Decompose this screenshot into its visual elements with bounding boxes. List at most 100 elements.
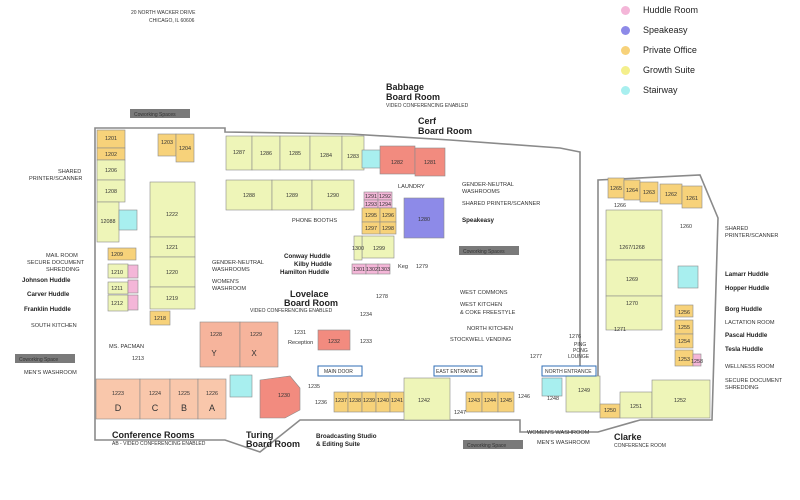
room-1286[interactable] bbox=[251, 135, 281, 171]
room-number-1244: 1244 bbox=[484, 398, 496, 404]
room-1300[interactable] bbox=[353, 235, 363, 261]
turing-board-room[interactable] bbox=[259, 375, 301, 419]
lovelace-board-room[interactable] bbox=[317, 329, 351, 351]
west-wing bbox=[96, 129, 196, 326]
carver-huddle-room[interactable] bbox=[127, 279, 139, 294]
cerf-title: Cerf bbox=[418, 116, 437, 126]
room-number-1220: 1220 bbox=[166, 270, 178, 276]
shared-printer-top: SHARED PRINTER/SCANNER bbox=[462, 201, 540, 207]
room-number-1230: 1230 bbox=[278, 393, 290, 399]
room-1220[interactable] bbox=[149, 256, 196, 288]
conference-room-a[interactable] bbox=[197, 378, 227, 420]
room-number-1279: 1279 bbox=[416, 264, 428, 270]
room-number-1242: 1242 bbox=[418, 398, 430, 404]
room-1288[interactable] bbox=[225, 179, 273, 211]
room-1258[interactable] bbox=[692, 353, 702, 367]
room-1242[interactable] bbox=[403, 377, 451, 421]
room-number-1290: 1290 bbox=[327, 193, 339, 199]
room-1269[interactable] bbox=[605, 259, 663, 297]
cerf-board-room[interactable] bbox=[414, 147, 446, 177]
lovelace-title: Lovelace bbox=[290, 289, 329, 299]
room-number-1228: 1228 bbox=[210, 332, 222, 338]
room-1251[interactable] bbox=[619, 391, 653, 419]
room-number-1291: 1291 bbox=[365, 194, 377, 200]
room-1261[interactable] bbox=[681, 185, 703, 209]
broadcasting-studio-label: Broadcasting Studio bbox=[316, 433, 377, 440]
room-1249[interactable] bbox=[565, 375, 601, 413]
room-1256[interactable] bbox=[674, 304, 694, 318]
room-number-1284: 1284 bbox=[320, 153, 332, 159]
room-number-1258: 1258 bbox=[691, 359, 703, 365]
conference-room-c[interactable] bbox=[139, 378, 171, 420]
room-1303[interactable] bbox=[377, 263, 391, 275]
pong-label: PONG bbox=[573, 348, 588, 354]
room-1270[interactable] bbox=[605, 295, 663, 331]
room-number-1257: 1277 bbox=[530, 354, 542, 360]
room-number-1236: 1236 bbox=[315, 400, 327, 406]
room-number-1264: 1264 bbox=[626, 188, 638, 194]
stairway-swatch bbox=[621, 86, 630, 95]
room-number-1235: 1235 bbox=[308, 384, 320, 390]
room-1283[interactable] bbox=[341, 135, 365, 171]
room-number-1289: 1289 bbox=[286, 193, 298, 199]
phone-booths-label: PHONE BOOTHS bbox=[292, 218, 337, 224]
room-1209[interactable] bbox=[107, 247, 137, 261]
room-1254[interactable] bbox=[674, 333, 694, 349]
coworking-tag-middle: Coworking Spaces bbox=[463, 249, 505, 255]
room-1284[interactable] bbox=[309, 135, 343, 171]
stockwell-vending-label: STOCKWELL VENDING bbox=[450, 337, 511, 343]
lounge-label: LOUNGE bbox=[568, 354, 590, 360]
room-1219[interactable] bbox=[149, 286, 196, 310]
shredding-left: SHREDDING bbox=[46, 267, 80, 273]
room-1287[interactable] bbox=[225, 135, 253, 171]
room-1228[interactable] bbox=[199, 321, 241, 368]
mens-washroom-left: MEN'S WASHROOM bbox=[24, 370, 77, 376]
room-1263[interactable] bbox=[639, 181, 659, 203]
room-1289[interactable] bbox=[271, 179, 313, 211]
room-number-1248: 1248 bbox=[547, 396, 559, 402]
room-1204[interactable] bbox=[175, 133, 195, 163]
johnson-huddle-room[interactable] bbox=[127, 264, 139, 279]
room-number-1208: 1208 bbox=[105, 189, 117, 195]
room-letter-y: Y bbox=[211, 349, 217, 358]
room-1222[interactable] bbox=[149, 181, 196, 238]
speakeasy-room[interactable] bbox=[403, 197, 445, 239]
room-number-1262: 1262 bbox=[665, 192, 677, 198]
room-1252[interactable] bbox=[651, 379, 711, 419]
babbage-board-room[interactable] bbox=[379, 145, 416, 175]
east-wing bbox=[605, 177, 703, 367]
room-number-1218: 1218 bbox=[154, 316, 166, 322]
room-number-1261: 1261 bbox=[686, 196, 698, 202]
carver-huddle-label: Carver Huddle bbox=[27, 291, 70, 298]
room-1290[interactable] bbox=[311, 179, 355, 211]
room-number-1213: 1213 bbox=[132, 356, 144, 362]
hopper-huddle-label: Hopper Huddle bbox=[725, 285, 770, 292]
womens-washroom-left-1: WOMEN'S bbox=[212, 279, 239, 285]
room-1229[interactable] bbox=[239, 321, 279, 368]
franklin-huddle-label: Franklin Huddle bbox=[24, 306, 71, 313]
womens-washroom-left-2: WASHROOM bbox=[212, 286, 246, 292]
room-number-1231: 1231 bbox=[294, 330, 306, 336]
conference-room-b[interactable] bbox=[169, 378, 199, 420]
room-number-1209: 1209 bbox=[111, 252, 123, 258]
room-1267-1268[interactable] bbox=[605, 209, 663, 261]
room-1285[interactable] bbox=[279, 135, 311, 171]
conference-video-note: AB - VIDEO CONFERENCING ENABLED bbox=[112, 441, 206, 447]
room-letter-x: X bbox=[251, 349, 257, 358]
room-1245[interactable] bbox=[497, 391, 515, 413]
franklin-huddle-room[interactable] bbox=[127, 294, 139, 311]
room-number-1245: 1245 bbox=[500, 398, 512, 404]
room-number-1281: 1281 bbox=[424, 160, 436, 166]
room-number-1292: 1292 bbox=[379, 194, 391, 200]
stairway-west-1 bbox=[118, 209, 138, 231]
room-1218[interactable] bbox=[149, 310, 171, 326]
conference-room-d[interactable] bbox=[95, 378, 141, 420]
room-number-1299: 1299 bbox=[373, 246, 385, 252]
room-number-1253: 1253 bbox=[678, 357, 690, 363]
room-number-1255: 1255 bbox=[678, 325, 690, 331]
room-1298[interactable] bbox=[379, 221, 397, 235]
clarke-title: Clarke bbox=[614, 432, 642, 442]
room-number-1278: 1278 bbox=[376, 294, 388, 300]
turing-title: Turing bbox=[246, 430, 273, 440]
